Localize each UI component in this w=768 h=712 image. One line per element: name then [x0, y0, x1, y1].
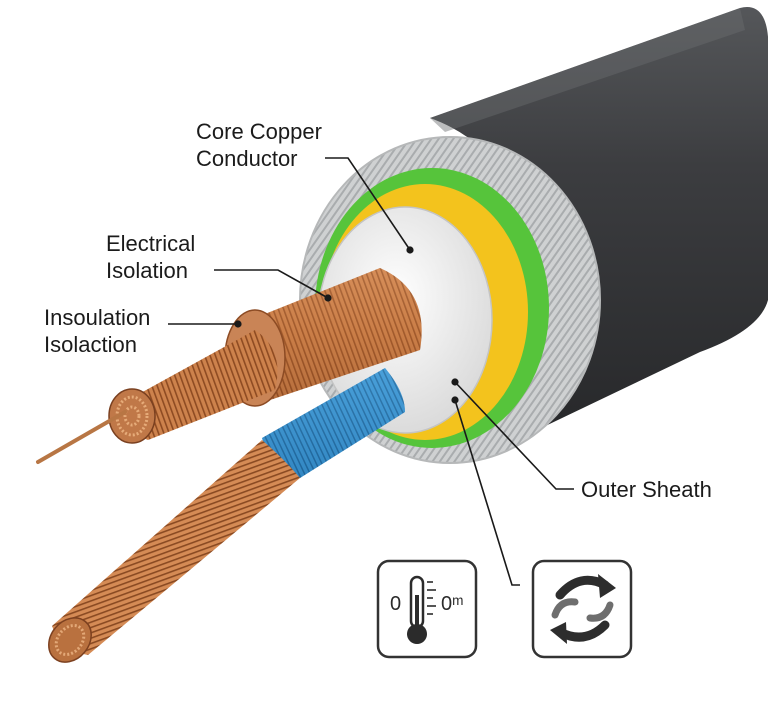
label-electrical-isolation-line2: Isolation — [106, 258, 188, 283]
leader-outer-sheath — [454, 381, 574, 490]
label-insoulation: Insoulation Isolaction — [44, 304, 150, 358]
label-core-copper: Core Copper Conductor — [196, 118, 322, 172]
label-outer-sheath: Outer Sheath — [581, 477, 712, 502]
label-electrical-isolation-line1: Electrical — [106, 231, 196, 256]
thermometer-right-text: 0ᵐ — [441, 593, 464, 615]
lower-copper-strands — [48, 440, 300, 663]
rotation-arrows-icon — [531, 559, 633, 659]
label-insoulation-line1: Insoulation — [44, 305, 151, 330]
main-copper-conductor — [36, 268, 422, 464]
label-core-copper-line2: Conductor — [196, 146, 298, 171]
leader-icon — [454, 399, 520, 586]
outer-sheath — [430, 7, 768, 462]
leader-electrical-isolation — [214, 269, 329, 299]
label-insoulation-line2: Isolaction — [44, 332, 137, 357]
leader-core-copper — [325, 157, 411, 251]
label-core-copper-line1: Core Copper — [196, 119, 322, 144]
thermometer-icon: 0 0ᵐ — [376, 559, 478, 659]
blue-conductor — [262, 368, 405, 478]
leader-lines — [168, 157, 574, 586]
label-electrical-isolation: Electrical Isolation — [106, 230, 195, 284]
thermometer-left-text: 0 — [390, 593, 401, 615]
